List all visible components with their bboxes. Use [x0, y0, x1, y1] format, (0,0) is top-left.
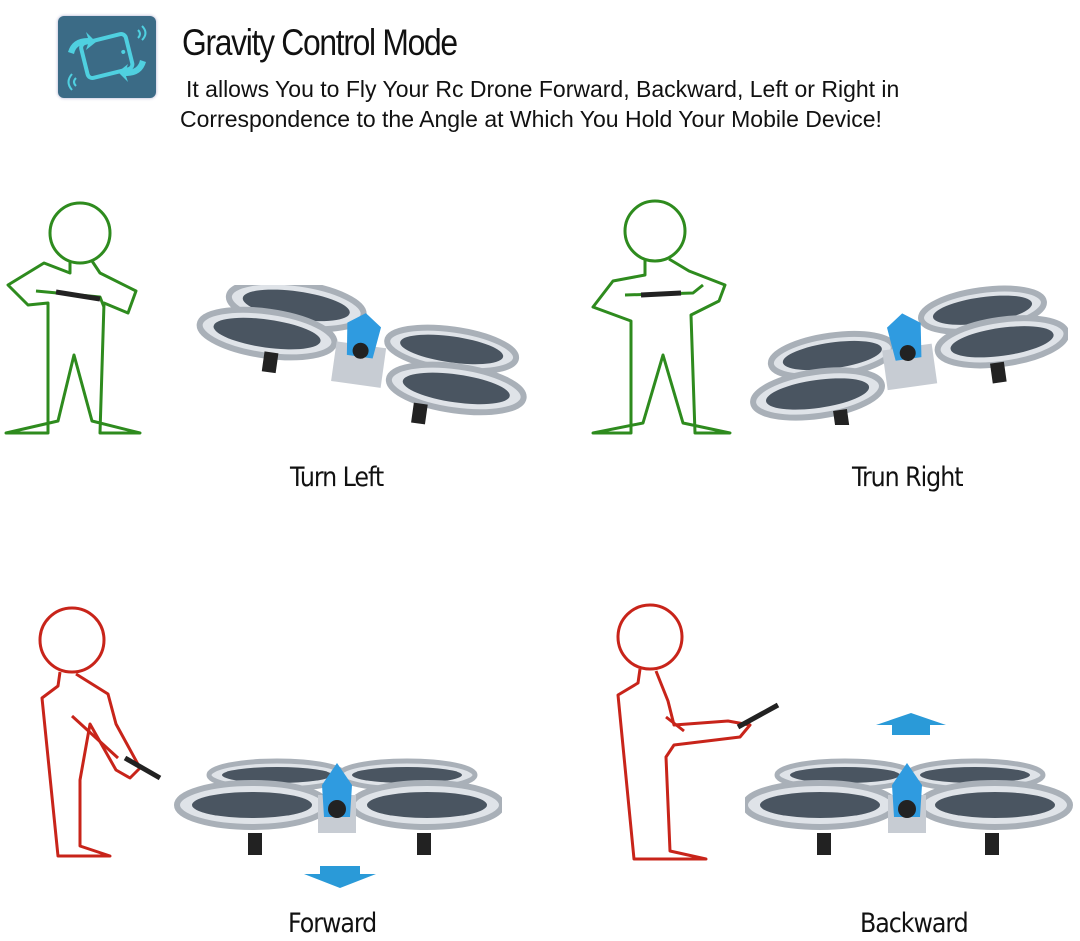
person-figure-icon: [616, 603, 780, 861]
person-figure-icon: [4, 201, 142, 435]
description-line-1: It allows You to Fly Your Rc Drone Forwa…: [186, 76, 900, 102]
drone-image-turn-left: [195, 285, 530, 425]
down-arrow-icon: [304, 866, 376, 888]
tilt-phone-icon: [58, 16, 156, 98]
panel-turn-right: [585, 195, 745, 440]
panel-turn-left: [0, 195, 160, 440]
caption-turn-right: Trun Right: [852, 462, 964, 493]
person-figure-icon: [38, 606, 162, 858]
panel-backward: [610, 597, 790, 865]
drone-image-turn-right: [748, 285, 1068, 425]
caption-backward: Backward: [860, 908, 969, 939]
panel-forward: [30, 600, 170, 865]
page-title: Gravity Control Mode: [182, 22, 458, 63]
caption-turn-left: Turn Left: [290, 462, 384, 493]
drone-image-forward: [172, 755, 502, 865]
drone-image-backward: [745, 755, 1075, 865]
caption-forward: Forward: [288, 908, 377, 939]
up-arrow-icon: [876, 713, 946, 735]
description: It allows You to Fly Your Rc Drone Forwa…: [180, 74, 1040, 134]
description-line-2: Correspondence to the Angle at Which You…: [180, 106, 882, 132]
person-figure-icon: [591, 199, 732, 435]
